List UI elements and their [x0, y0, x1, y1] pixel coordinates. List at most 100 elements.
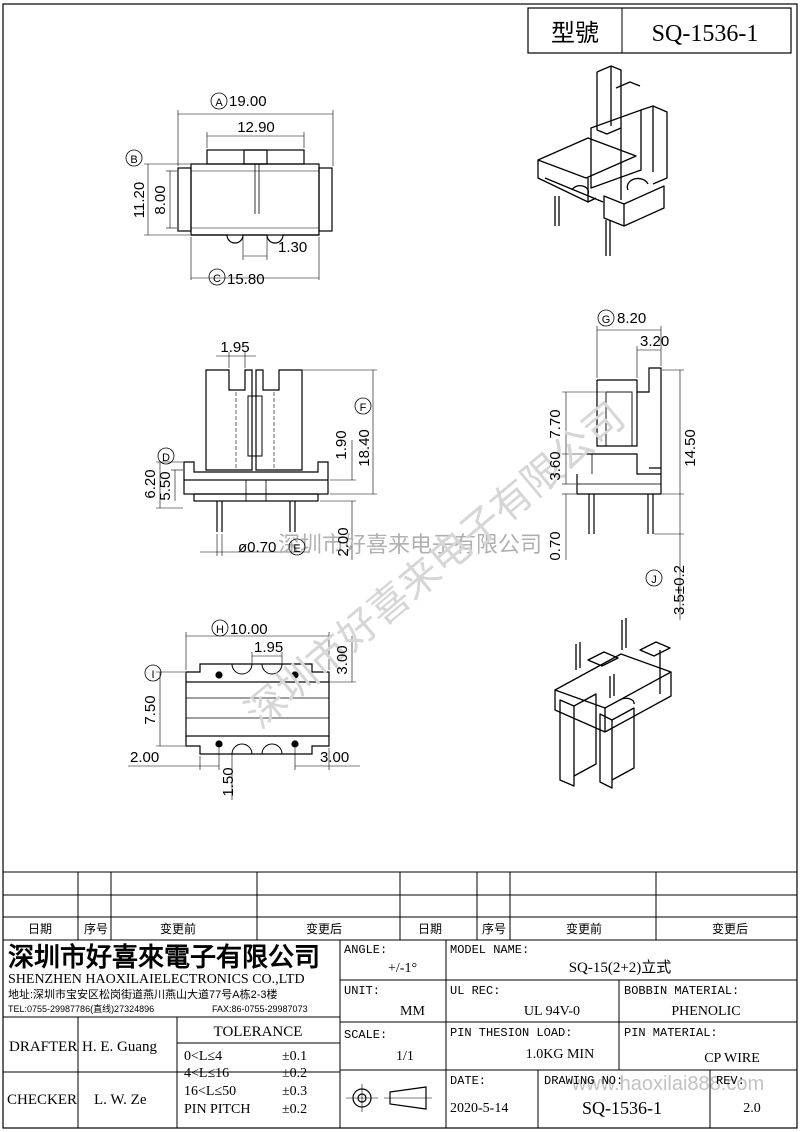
- revision-table: [2, 871, 798, 941]
- sheet-border: [2, 3, 798, 1129]
- dim-D-value: 6.20: [142, 469, 159, 498]
- label-B: B: [130, 154, 137, 166]
- label-E: E: [293, 543, 300, 555]
- dim-A-value: 19.00: [229, 93, 267, 110]
- dim-bottom-3-00-v: 3.00: [334, 645, 351, 674]
- label-I: I: [151, 669, 154, 681]
- date-label: DATE:: [450, 1074, 486, 1088]
- model-name-label: MODEL NAME:: [450, 943, 529, 957]
- bobbin-value: PHENOLIC: [671, 1004, 740, 1019]
- dim-C-value: 15.80: [227, 271, 265, 288]
- label-H: H: [216, 624, 224, 636]
- tol-range-3: PIN PITCH: [184, 1102, 251, 1117]
- scale-value: 1/1: [396, 1049, 414, 1064]
- company-name-en: SHENZHEN HAOXILAIELECTRONICS CO.,LTD: [8, 972, 305, 987]
- pin-material-label: PIN MATERIAL:: [624, 1026, 718, 1040]
- model-value: SQ-1536-1: [652, 21, 759, 47]
- tol-range-0: 0<L≤4: [184, 1049, 222, 1064]
- checker-label: CHECKER: [7, 1092, 77, 1108]
- ul-value: UL 94V-0: [524, 1004, 580, 1019]
- angle-label: ANGLE:: [344, 943, 387, 957]
- front-view: [183, 369, 329, 532]
- side-view: [576, 367, 662, 534]
- top-view-dims: [144, 110, 334, 280]
- dim-pin-diameter: ø0.70: [238, 539, 276, 556]
- company-fax: FAX:86-0755-29987073: [212, 1004, 308, 1014]
- tolerance-title: TOLERANCE: [214, 1024, 303, 1040]
- tol-range-1: 4<L≤16: [184, 1066, 229, 1081]
- dim-F-value: 18.40: [356, 429, 373, 467]
- rev-before-2: 变更前: [566, 921, 602, 936]
- label-G: G: [602, 314, 611, 326]
- model-name-value: SQ-15(2+2)立式: [569, 959, 672, 976]
- dim-side-14-50: 14.50: [682, 429, 699, 467]
- dim-front-5-50: 5.50: [157, 471, 174, 500]
- ul-label: UL REC:: [450, 984, 500, 998]
- tol-val-1: ±0.2: [282, 1066, 307, 1081]
- drawing-no-label: DRAWING NO:: [544, 1074, 623, 1088]
- dim-width-inner: 12.90: [237, 119, 275, 136]
- label-A: A: [215, 97, 223, 109]
- dim-side-0-70: 0.70: [547, 531, 564, 560]
- label-J: J: [651, 574, 657, 586]
- dim-G-value: 8.20: [617, 310, 646, 327]
- dim-front-1-90: 1.90: [333, 430, 350, 459]
- bobbin-label: BOBBIN MATERIAL:: [624, 984, 739, 998]
- pin-load-value: 1.0KG MIN: [526, 1047, 594, 1062]
- dim-front-1-95: 1.95: [220, 339, 249, 356]
- rev-after-2: 变更后: [712, 921, 748, 936]
- rev-label: REV:: [716, 1074, 745, 1088]
- rev-value: 2.0: [743, 1101, 761, 1116]
- rev-after-1: 变更后: [306, 921, 342, 936]
- tol-range-2: 16<L≤50: [184, 1084, 236, 1099]
- dim-bottom-1-50: 1.50: [220, 767, 237, 796]
- dim-front-2-00: 2.00: [335, 527, 352, 556]
- unit-label: UNIT:: [344, 984, 380, 998]
- front-view-dims: [156, 352, 377, 560]
- company-name-cn: 深圳市好喜來電子有限公司: [8, 942, 320, 972]
- dim-height-inner: 8.00: [152, 185, 169, 214]
- drawing-no-value: SQ-1536-1: [582, 1098, 662, 1118]
- drafter-label: DRAFTER: [9, 1039, 77, 1055]
- angle-value: +/-1°: [388, 961, 417, 976]
- header-model-box: 型號 SQ-1536-1: [527, 7, 792, 54]
- pin-load-label: PIN THESION LOAD:: [450, 1026, 572, 1040]
- unit-value: MM: [400, 1004, 425, 1019]
- side-view-dims: [562, 326, 684, 620]
- dim-side-3-20: 3.20: [640, 333, 669, 350]
- dim-H-value: 10.00: [230, 621, 268, 638]
- iso-view-bottom: [554, 618, 672, 789]
- dim-bottom-3-00-h: 3.00: [320, 749, 349, 766]
- bottom-view: [185, 663, 330, 755]
- iso-view-top: [537, 65, 668, 256]
- bottom-view-dims: [128, 632, 360, 800]
- top-view: [177, 149, 333, 244]
- model-label: 型號: [551, 20, 599, 47]
- dim-I-value: 7.50: [142, 695, 159, 724]
- checker-value: L. W. Ze: [94, 1092, 147, 1108]
- title-block: [3, 940, 797, 1128]
- rev-seq-2: 序号: [482, 921, 506, 936]
- tol-val-2: ±0.3: [282, 1084, 307, 1099]
- dim-bottom-1-95: 1.95: [254, 639, 283, 656]
- rev-seq-1: 序号: [84, 921, 108, 936]
- pin-material-value: CP WIRE: [704, 1051, 760, 1066]
- dim-side-7-70: 7.70: [547, 409, 564, 438]
- rev-before-1: 变更前: [160, 921, 196, 936]
- tol-val-3: ±0.2: [282, 1102, 307, 1117]
- scale-label: SCALE:: [344, 1028, 387, 1042]
- dim-side-3-60: 3.60: [547, 451, 564, 480]
- company-tel: TEL:0755-29987786(直线)27324896: [8, 1003, 154, 1014]
- drafter-value: H. E. Guang: [82, 1039, 157, 1055]
- date-value: 2020-5-14: [450, 1101, 508, 1116]
- tol-val-0: ±0.1: [282, 1049, 307, 1064]
- label-D: D: [162, 452, 170, 464]
- company-address: 地址:深圳市宝安区松岗街道燕川燕山大道77号A栋2-3楼: [8, 987, 278, 1001]
- label-F: F: [360, 402, 367, 414]
- watermark-url: www.haoxilai888.com: [571, 1073, 764, 1095]
- dim-height-outer: 11.20: [131, 182, 148, 218]
